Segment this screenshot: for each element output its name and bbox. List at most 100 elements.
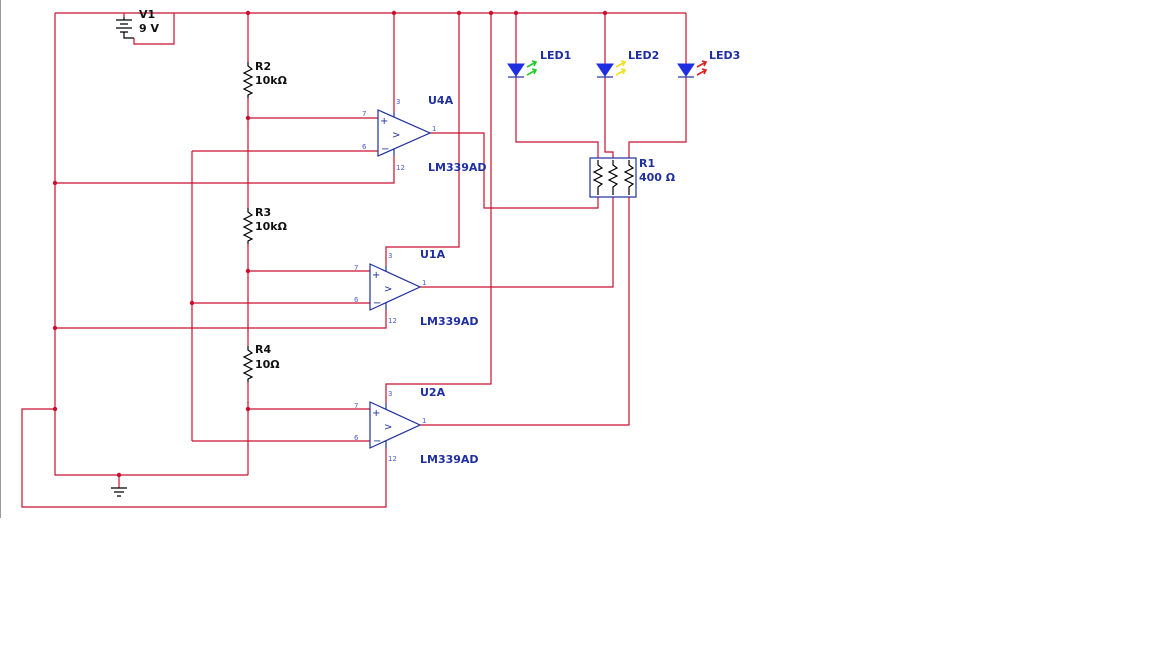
junction <box>245 10 251 16</box>
wire-led3-cathode <box>628 77 687 158</box>
comparator-u2a-plus-sign: + <box>372 408 380 419</box>
pin-label: 6 <box>362 143 367 151</box>
resistor-network-r1[interactable]: R1 400 Ω <box>589 157 676 198</box>
led-2-light-icon <box>615 60 627 76</box>
pin-label: 7 <box>354 402 358 410</box>
wire-led1-cathode <box>515 77 599 158</box>
comparator-u2a-body <box>369 401 422 449</box>
led-1[interactable]: LED1 <box>507 49 571 78</box>
wire-led2-cathode <box>604 77 614 158</box>
junction <box>602 10 608 16</box>
resistor-network-element <box>623 160 635 195</box>
pin-label: 1 <box>422 417 426 425</box>
pin-label: 3 <box>388 252 392 260</box>
resistor-r1-ref: R1 <box>639 157 655 170</box>
wire-u1a-vcc <box>385 13 460 266</box>
comparator-u2a-arrow: > <box>384 422 392 433</box>
junction <box>488 10 494 16</box>
pin-label: 3 <box>388 390 392 398</box>
resistor-r2[interactable]: R2 10kΩ <box>242 60 288 98</box>
comparator-u2a-minus-sign: − <box>373 436 381 447</box>
junction <box>189 300 195 306</box>
battery-ref: V1 <box>139 8 155 21</box>
wires <box>21 12 687 508</box>
comparator-u1a[interactable]: + − > 3 7 6 1 12 U1A LM339AD <box>354 248 479 328</box>
pin-label: 7 <box>362 110 366 118</box>
led-2-ref: LED2 <box>628 49 659 62</box>
comparator-u4a-body <box>377 109 432 157</box>
battery-v1[interactable]: V1 9 V <box>116 8 159 39</box>
resistor-r3[interactable]: R3 10kΩ <box>242 206 288 244</box>
resistor-r3-ref: R3 <box>255 206 271 219</box>
window-left-edge <box>0 0 1 518</box>
led-2-diode-icon <box>596 63 614 77</box>
wire-u1a-out <box>420 197 614 288</box>
resistor-r4-zigzag <box>242 346 254 382</box>
junction <box>513 10 519 16</box>
comparator-u4a[interactable]: + − > 3 7 6 1 12 U4A LM339AD <box>362 94 487 174</box>
comparator-u1a-minus-sign: − <box>373 298 381 309</box>
wire-u2a-gnd <box>21 408 387 508</box>
resistor-r4-ref: R4 <box>255 343 271 356</box>
comparator-u1a-ref: U1A <box>420 248 446 261</box>
resistor-network-element <box>592 160 604 195</box>
comparator-u4a-minus-sign: − <box>381 144 389 155</box>
comparator-u1a-arrow: > <box>384 284 392 295</box>
led-1-light-icon <box>526 60 538 76</box>
junction <box>245 268 251 274</box>
resistor-r4[interactable]: R4 10Ω <box>242 343 280 382</box>
led-1-diode-icon <box>507 63 525 77</box>
pin-label: 1 <box>422 279 426 287</box>
wire-u2a-vcc <box>385 13 492 403</box>
resistor-r3-value: 10kΩ <box>255 220 288 233</box>
junction <box>52 325 58 331</box>
led-2[interactable]: LED2 <box>596 49 659 78</box>
resistor-r2-zigzag <box>242 62 254 98</box>
pin-label: 1 <box>432 125 436 133</box>
wire-u1a-gnd <box>55 310 387 329</box>
pin-label: 6 <box>354 296 359 304</box>
comparator-u4a-part: LM339AD <box>428 161 487 174</box>
led-3[interactable]: LED3 <box>677 49 740 78</box>
pin-label: 12 <box>388 455 397 463</box>
battery-symbol <box>116 17 134 39</box>
comparator-u1a-part: LM339AD <box>420 315 479 328</box>
junction <box>52 180 58 186</box>
junction <box>52 406 58 412</box>
junction <box>245 406 251 412</box>
led-3-diode-icon <box>677 63 695 77</box>
wire-left-rail <box>54 13 248 476</box>
junction <box>391 10 397 16</box>
resistor-r4-value: 10Ω <box>255 358 280 371</box>
junctions <box>52 10 608 478</box>
resistor-network-element <box>607 160 619 195</box>
comparator-u1a-plus-sign: + <box>372 270 380 281</box>
junction <box>116 472 122 478</box>
wire-u4a-out <box>430 132 599 209</box>
resistor-network-body <box>589 157 637 198</box>
resistor-r3-zigzag <box>242 208 254 244</box>
ground-icon <box>111 487 127 497</box>
ground-symbol[interactable] <box>111 487 127 497</box>
pin-label: 3 <box>396 98 400 106</box>
battery-value: 9 V <box>139 22 159 35</box>
pin-label: 6 <box>354 434 359 442</box>
comparator-u2a[interactable]: + − > 3 7 6 1 12 U2A LM339AD <box>354 386 479 466</box>
pin-label: 7 <box>354 264 358 272</box>
comparator-u2a-ref: U2A <box>420 386 446 399</box>
junction <box>456 10 462 16</box>
resistor-r2-ref: R2 <box>255 60 271 73</box>
junction <box>245 115 251 121</box>
resistor-r1-value: 400 Ω <box>639 171 676 184</box>
pin-label: 12 <box>388 317 397 325</box>
wire-battery-right <box>133 13 175 45</box>
comparator-u4a-plus-sign: + <box>380 116 388 127</box>
comparator-u4a-arrow: > <box>392 130 400 141</box>
led-3-ref: LED3 <box>709 49 740 62</box>
led-3-light-icon <box>696 60 708 76</box>
wire-u4a-gnd <box>55 156 395 184</box>
comparator-u2a-part: LM339AD <box>420 453 479 466</box>
resistor-r2-value: 10kΩ <box>255 74 288 87</box>
comparator-u4a-ref: U4A <box>428 94 454 107</box>
